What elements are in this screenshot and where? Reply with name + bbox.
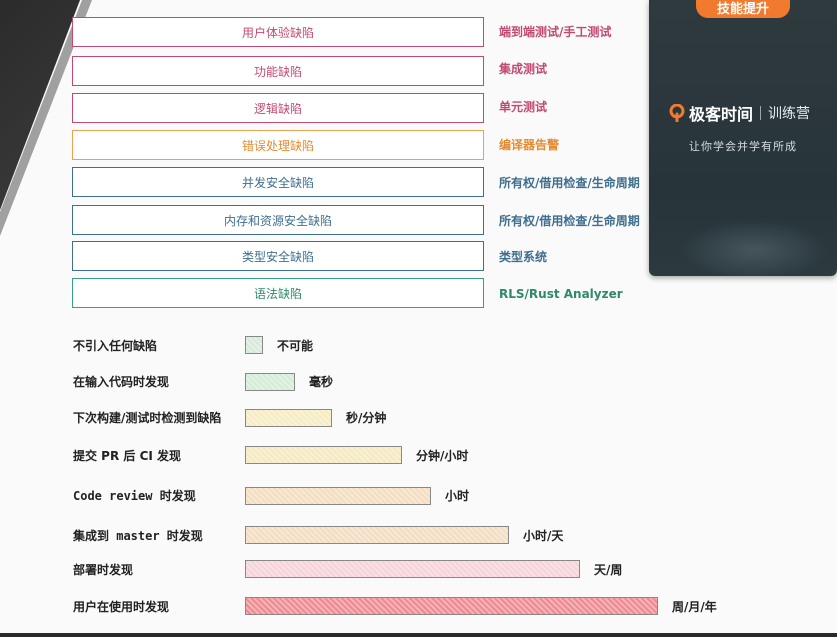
layer-box: 类型安全缺陷 — [72, 241, 484, 271]
timeline-label: 不引入任何缺陷 — [73, 339, 158, 353]
timeline-bar — [245, 336, 263, 354]
layer-tool: 编译器告警 — [499, 138, 560, 152]
layer-tool: 端到端测试/手工测试 — [499, 25, 612, 39]
layer-box: 错误处理缺陷 — [72, 130, 484, 160]
timeline-value: 不可能 — [277, 339, 314, 353]
promo-brand: 极客时间 — [689, 105, 754, 124]
layer-tool: 类型系统 — [499, 250, 548, 264]
layer-name: 功能缺陷 — [253, 64, 302, 79]
promo-glow — [679, 220, 829, 280]
layer-name: 语法缺陷 — [253, 286, 302, 301]
layer-box: 功能缺陷 — [72, 56, 484, 86]
layer-name: 错误处理缺陷 — [241, 138, 314, 153]
layer-box: 逻辑缺陷 — [72, 93, 484, 123]
timeline-value: 天/周 — [594, 563, 623, 577]
timeline-label: 用户在使用时发现 — [73, 600, 170, 614]
timeline-label: Code review 时发现 — [73, 489, 196, 503]
timeline-label: 提交 PR 后 CI 发现 — [73, 449, 182, 463]
layer-box: 语法缺陷 — [72, 278, 484, 308]
layer-name: 并发安全缺陷 — [241, 175, 314, 190]
timeline-bar — [245, 373, 295, 391]
corner-decoration — [0, 0, 80, 210]
layer-box: 并发安全缺陷 — [72, 167, 484, 197]
timeline-bar — [245, 446, 402, 464]
layer-tool: 单元测试 — [499, 100, 548, 114]
promo-badge: 技能提升 — [696, 0, 790, 18]
timeline-bar — [245, 597, 658, 615]
timeline-bar — [245, 409, 332, 427]
timeline-label: 在输入代码时发现 — [73, 375, 170, 389]
layer-box: 用户体验缺陷 — [72, 17, 484, 47]
bottom-bar — [0, 633, 837, 637]
geekbang-logo-icon — [669, 103, 685, 123]
timeline-bar — [245, 560, 580, 578]
promo-slogan: 让你学会并学有所成 — [689, 140, 797, 153]
layer-tool: 所有权/借用检查/生命周期 — [499, 176, 640, 190]
layer-box: 内存和资源安全缺陷 — [72, 205, 484, 235]
layer-tool: RLS/Rust Analyzer — [499, 287, 623, 301]
promo-divider — [760, 106, 762, 120]
timeline-value: 分钟/小时 — [416, 449, 469, 463]
timeline-value: 小时/天 — [523, 529, 564, 543]
timeline-label: 下次构建/测试时检测到缺陷 — [73, 411, 222, 425]
timeline-bar — [245, 487, 431, 505]
promo-card: 技能提升 极客时间 训练营 让你学会并学有所成 — [649, 0, 837, 280]
layer-name: 内存和资源安全缺陷 — [223, 213, 332, 228]
timeline-label: 集成到 master 时发现 — [73, 529, 203, 543]
layer-tool: 集成测试 — [499, 62, 548, 76]
timeline-value: 小时 — [445, 489, 470, 503]
timeline-value: 秒/分钟 — [346, 411, 387, 425]
timeline-value: 毫秒 — [309, 375, 334, 389]
promo-logo-row: 极客时间 训练营 — [669, 102, 829, 124]
timeline-value: 周/月/年 — [672, 600, 717, 614]
layer-name: 用户体验缺陷 — [241, 25, 314, 40]
layer-name: 类型安全缺陷 — [241, 249, 314, 264]
timeline-label: 部署时发现 — [73, 563, 134, 577]
timeline-bar — [245, 526, 509, 544]
layer-tool: 所有权/借用检查/生命周期 — [499, 214, 640, 228]
layer-name: 逻辑缺陷 — [253, 101, 302, 116]
promo-sub: 训练营 — [768, 106, 811, 122]
